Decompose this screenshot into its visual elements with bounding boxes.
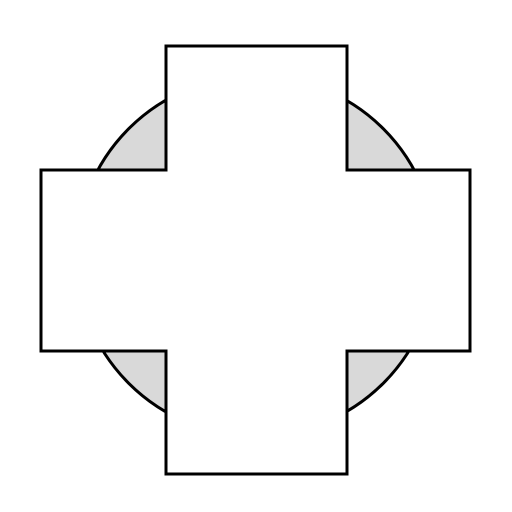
cross-shape <box>39 44 472 476</box>
